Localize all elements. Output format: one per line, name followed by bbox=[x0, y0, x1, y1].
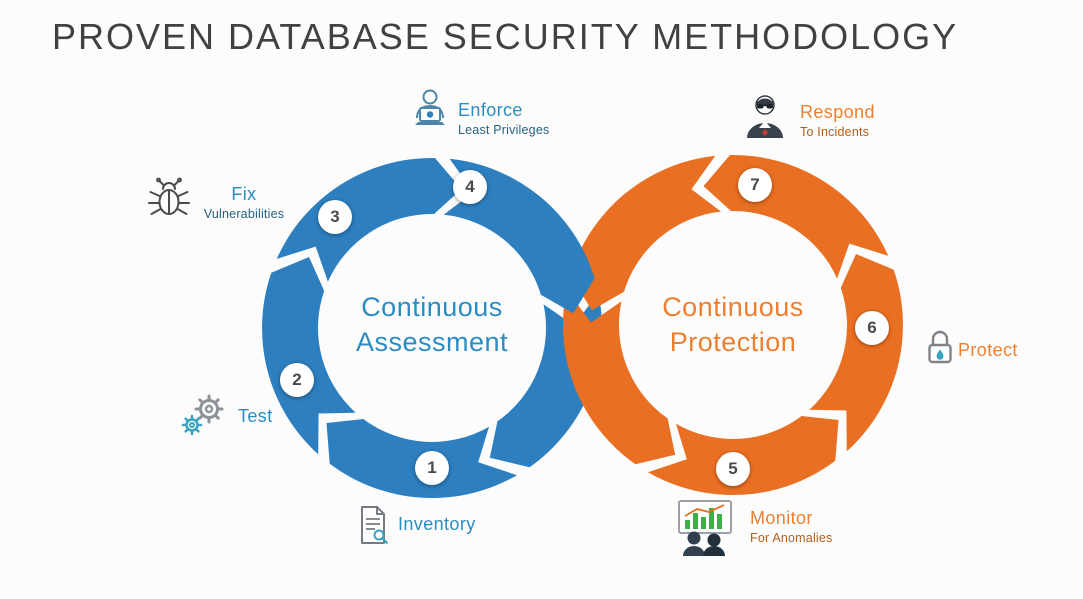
analysts-chart-icon bbox=[678, 500, 732, 556]
test-label-text: Test bbox=[238, 406, 273, 426]
protection-cycle-label: Continuous Protection bbox=[623, 290, 843, 360]
fix-icon-box bbox=[146, 176, 192, 225]
protection-ring-segment-4 bbox=[570, 155, 722, 311]
test-label: Test bbox=[238, 406, 273, 428]
enforce-icon-box bbox=[406, 88, 454, 135]
assessment-ring-segment-3 bbox=[276, 157, 462, 282]
step-3-badge: 3 bbox=[318, 200, 352, 234]
inventory-icon-box bbox=[352, 504, 394, 551]
inventory-label: Inventory bbox=[398, 514, 476, 536]
monitor-sublabel-text: For Anomalies bbox=[750, 530, 833, 545]
fix-label-text: Fix bbox=[231, 184, 257, 204]
step-1-badge: 1 bbox=[415, 451, 449, 485]
document-magnifier-icon bbox=[361, 506, 388, 544]
bug-icon bbox=[148, 177, 190, 215]
protection-ring-segment-2 bbox=[809, 254, 903, 452]
step-7-badge: 7 bbox=[738, 168, 772, 202]
enforce-sublabel-text: Least Privileges bbox=[458, 122, 550, 137]
monitor-label-text: Monitor bbox=[750, 508, 813, 528]
person-laptop-icon bbox=[415, 89, 445, 125]
step-2-badge: 2 bbox=[280, 363, 314, 397]
test-icon-box bbox=[180, 392, 228, 445]
fix-label: Fix Vulnerabilities bbox=[188, 184, 300, 222]
protection-ring-segment-5 bbox=[562, 289, 676, 465]
fix-sublabel-text: Vulnerabilities bbox=[203, 206, 285, 221]
gears-icon bbox=[181, 394, 224, 436]
respond-icon-box bbox=[740, 92, 790, 143]
protect-label-text: Protect bbox=[958, 340, 1018, 360]
enforce-label-text: Enforce bbox=[458, 100, 523, 120]
security-agent-icon bbox=[747, 95, 783, 138]
respond-label: Respond To Incidents bbox=[800, 102, 875, 140]
monitor-icon-box bbox=[672, 498, 738, 561]
assessment-cycle-label: Continuous Assessment bbox=[322, 290, 542, 360]
protect-label: Protect bbox=[958, 340, 1018, 362]
assessment-ring-segment-2 bbox=[262, 257, 356, 455]
enforce-label: Enforce Least Privileges bbox=[458, 100, 549, 138]
protection-line2: Protection bbox=[669, 327, 797, 358]
protect-icon-box bbox=[920, 326, 960, 373]
assessment-line1: Continuous bbox=[361, 292, 503, 322]
padlock-icon bbox=[928, 330, 952, 364]
step-4-badge: 4 bbox=[453, 170, 487, 204]
inventory-label-text: Inventory bbox=[398, 514, 476, 534]
step-6-badge: 6 bbox=[855, 311, 889, 345]
assessment-line2: Assessment bbox=[355, 327, 509, 358]
respond-sublabel-text: To Incidents bbox=[800, 124, 870, 139]
page-title: PROVEN DATABASE SECURITY METHODOLOGY bbox=[52, 16, 959, 57]
monitor-label: Monitor For Anomalies bbox=[750, 508, 833, 546]
protection-line1: Continuous bbox=[662, 292, 804, 322]
step-5-badge: 5 bbox=[716, 452, 750, 486]
respond-label-text: Respond bbox=[800, 102, 875, 122]
